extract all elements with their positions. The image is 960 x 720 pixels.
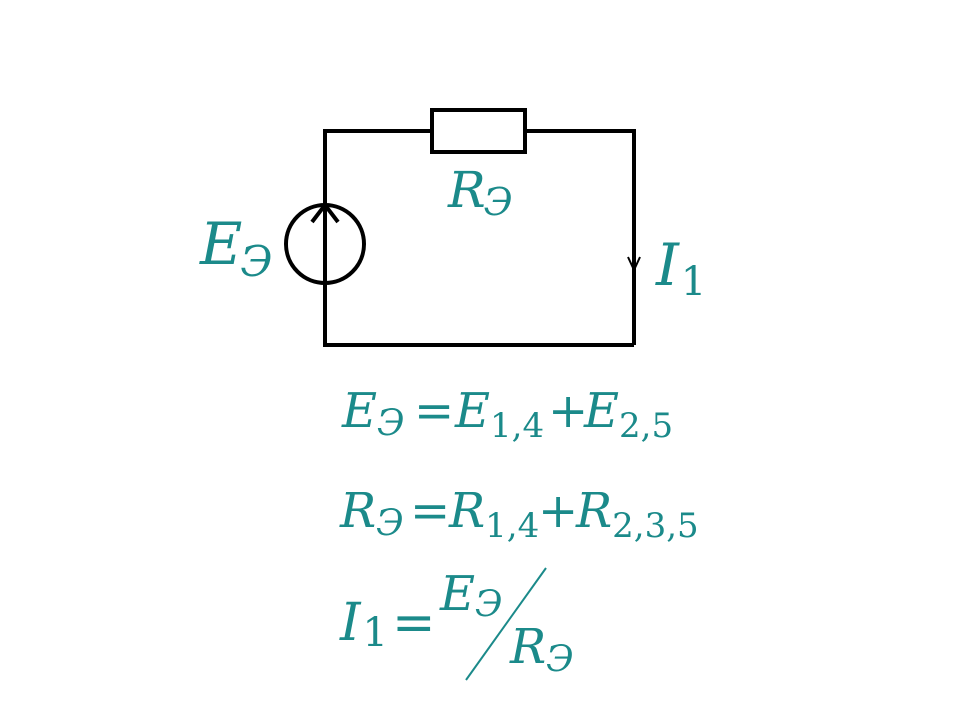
eq1-term1-sub: 1,4	[490, 406, 544, 446]
source-label-sub: Э	[240, 237, 272, 286]
eq1-term2-sub: 2,5	[619, 406, 673, 446]
current-arrow-head	[627, 256, 641, 273]
svg-text:RЭ: RЭ	[509, 619, 574, 680]
current-label-sub: 1	[681, 259, 706, 305]
resistor	[430, 108, 527, 154]
source-label-main: E	[199, 210, 242, 278]
eq3-lhs-main: I	[339, 593, 362, 653]
equation-3: I1 = EЭ RЭ	[339, 566, 574, 681]
eq2-lhs-sub: Э	[376, 503, 404, 544]
svg-text:E2,5: E2,5	[583, 383, 673, 446]
right-top-wire	[525, 129, 636, 345]
eq2-term2-main: R	[575, 483, 612, 539]
eq1-lhs-main: E	[341, 383, 377, 439]
svg-text:EЭ: EЭ	[341, 383, 405, 444]
resistor-label-sub: Э	[484, 180, 513, 224]
eq1-term2-main: E	[583, 383, 619, 439]
bottom-wire	[323, 283, 634, 347]
source-arrow-head	[310, 201, 340, 224]
eq2-lhs-main: R	[339, 483, 376, 539]
current-label: I1	[655, 231, 706, 305]
eq2-term1-sub: 1,4	[485, 506, 539, 546]
voltage-source	[284, 201, 366, 285]
eq2-equals: =	[410, 483, 450, 539]
eq1-term1-main: E	[454, 383, 490, 439]
current-label-main: I	[655, 231, 680, 299]
equation-1: EЭ = E1,4 + E2,5	[341, 383, 673, 446]
svg-text:EЭ: EЭ	[439, 566, 503, 625]
eq1-plus: +	[548, 383, 588, 439]
svg-text:R1,4: R1,4	[448, 483, 539, 546]
eq1-lhs-sub: Э	[377, 403, 405, 444]
eq3-equals: =	[392, 593, 436, 653]
svg-text:E1,4: E1,4	[454, 383, 544, 446]
eq3-denominator-main: R	[509, 619, 546, 675]
eq3-numerator-sub: Э	[475, 584, 503, 625]
eq3-lhs-sub: 1	[363, 610, 388, 656]
eq2-plus: +	[538, 483, 578, 539]
eq2-term1-main: R	[448, 483, 485, 539]
eq3-numerator-main: E	[439, 566, 475, 622]
eq3-denominator-sub: Э	[546, 639, 574, 680]
svg-text:RЭ: RЭ	[339, 483, 404, 544]
eq3-fraction-slash	[465, 567, 547, 681]
resistor-label: RЭ	[447, 161, 513, 224]
left-top-wire	[323, 129, 432, 205]
svg-text:I1: I1	[339, 593, 388, 656]
eq1-equals: =	[414, 383, 454, 439]
source-label: EЭ	[199, 210, 272, 286]
resistor-label-main: R	[447, 161, 486, 219]
circuit-wires	[323, 129, 636, 347]
eq2-term2-sub: 2,3,5	[612, 506, 699, 546]
svg-text:R2,3,5: R2,3,5	[575, 483, 699, 546]
equation-2: RЭ = R1,4 + R2,3,5	[339, 483, 699, 546]
